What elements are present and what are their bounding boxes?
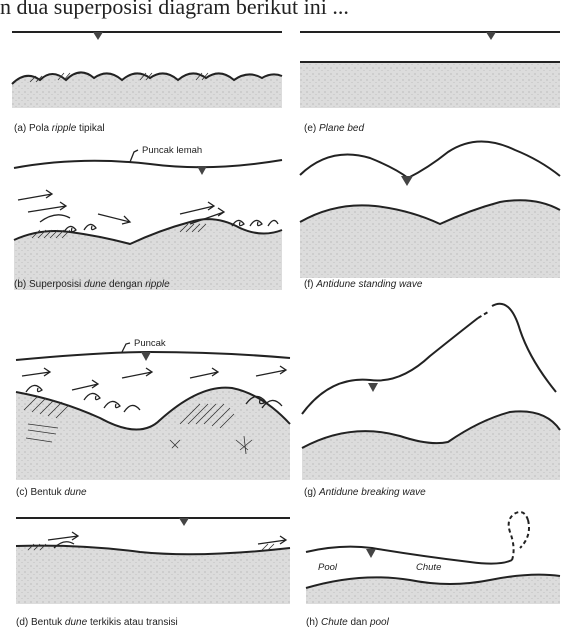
panel-c: Puncak (c) Bentuk dune [16, 338, 290, 498]
panel-g: (g) Antidune breaking wave [302, 304, 560, 498]
panel-e: (e) Plane bed [300, 32, 560, 134]
label-puncak-lemah: Puncak lemah [142, 145, 202, 156]
water-level-marker-a [93, 32, 103, 40]
water-level-marker-g [368, 383, 378, 392]
antidune-bed-g [302, 411, 560, 480]
label-pool: Pool [318, 562, 338, 573]
water-surface-b [14, 160, 282, 168]
ripple-bed-a [12, 72, 282, 108]
transition-bed-d [16, 546, 290, 604]
plane-bed-e [300, 62, 560, 108]
water-level-marker-e [486, 32, 496, 40]
caption-f: (f) Antidune standing wave [304, 279, 423, 290]
breaking-crest-g [478, 312, 488, 318]
water-surface-f [300, 141, 560, 178]
water-level-marker-f [401, 176, 413, 186]
caption-c: (c) Bentuk dune [16, 487, 87, 498]
panel-f: (f) Antidune standing wave [300, 141, 560, 290]
water-surface-c [16, 352, 290, 360]
label-puncak: Puncak [134, 338, 166, 349]
label-leader-c [122, 343, 130, 352]
water-level-marker-c [141, 352, 151, 361]
caption-h: (h) Chute dan pool [306, 617, 390, 628]
caption-a: (a) Pola ripple tipikal [14, 123, 105, 134]
water-level-marker-b [197, 166, 207, 175]
panel-a: (a) Pola ripple tipikal [12, 32, 282, 134]
breaking-wave-g [492, 304, 556, 392]
caption-d: (d) Bentuk dune terkikis atau transisi [16, 617, 178, 628]
caption-b: (b) Superposisi dune dengan ripple [14, 279, 170, 290]
breaking-surge-inner-h [520, 520, 529, 548]
label-chute: Chute [416, 562, 441, 573]
flow-arrows-b [18, 190, 278, 232]
water-surface-g [302, 318, 478, 414]
flow-arrows-d [48, 532, 286, 548]
caption-g: (g) Antidune breaking wave [304, 487, 426, 498]
label-leader-b [130, 150, 138, 162]
antidune-bed-f [300, 200, 560, 278]
breaking-surge-h [509, 512, 528, 560]
caption-e: (e) Plane bed [304, 123, 364, 134]
panel-d: (d) Bentuk dune terkikis atau transisi [16, 518, 290, 628]
water-level-marker-d [179, 518, 189, 526]
water-level-marker-h [366, 549, 376, 558]
panel-h: Pool Chute (h) Chute dan pool [306, 512, 560, 628]
panel-b: Puncak lemah (b) Superposisi dune dengan… [14, 145, 282, 290]
